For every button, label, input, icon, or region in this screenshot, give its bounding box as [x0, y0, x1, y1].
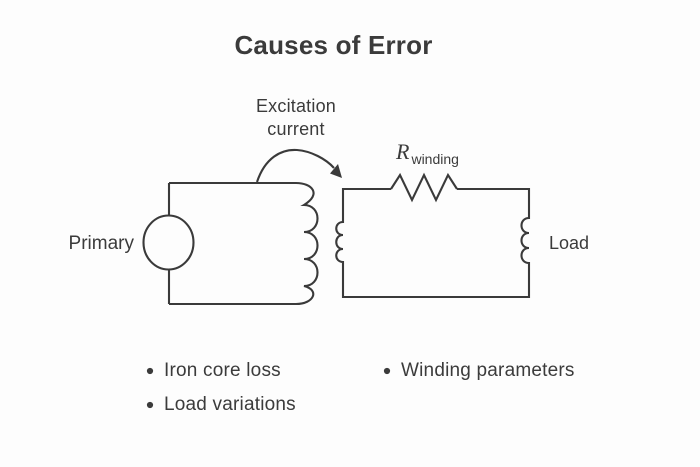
- excitation-label-line1: Excitation: [255, 96, 337, 116]
- excitation-arrow-curve: [256, 148, 335, 183]
- resistor-variable: R: [396, 139, 410, 164]
- secondary-circuit-outline: [335, 187, 531, 299]
- causes-list-right: Winding parameters: [382, 360, 575, 394]
- source-circle: [142, 214, 195, 271]
- causes-list-left: Iron core loss Load variations: [145, 360, 296, 428]
- list-item: Iron core loss: [145, 360, 296, 382]
- list-item: Winding parameters: [382, 360, 575, 382]
- list-item: Load variations: [145, 394, 296, 416]
- primary-label: Primary: [68, 233, 134, 254]
- excitation-arrowhead-icon: [330, 164, 342, 178]
- resistor-subscript: winding: [411, 151, 459, 167]
- primary-circuit-outline: [169, 181, 319, 306]
- resistor-zigzag: [390, 172, 458, 203]
- bullet-icon: [146, 367, 154, 375]
- bullet-icon: [383, 367, 391, 375]
- bullet-label: Iron core loss: [164, 360, 281, 381]
- bullet-label: Load variations: [164, 394, 296, 415]
- bullet-label: Winding parameters: [401, 360, 575, 381]
- load-label: Load: [549, 233, 590, 253]
- excitation-label-line2: current: [267, 119, 325, 139]
- page-title: Causes of Error: [234, 30, 433, 60]
- excitation-current-label: Excitation current: [226, 95, 366, 141]
- bullet-icon: [146, 401, 154, 409]
